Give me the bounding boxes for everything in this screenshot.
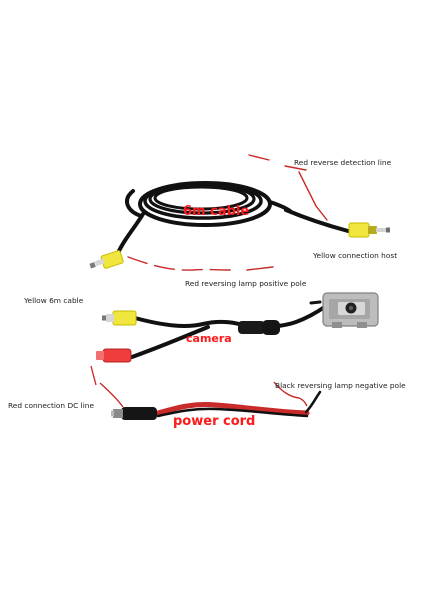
yellow-6m-cable-label: Yellow 6m cable: [24, 296, 84, 305]
power-cord-tag: power cord: [173, 414, 256, 429]
yellow-host-cable: [248, 154, 350, 233]
red-reverse-detection-line-label: Red reverse detection line: [294, 158, 392, 167]
power-cable: [155, 390, 322, 418]
yellow-host-connector: [348, 222, 390, 238]
camera-body: [322, 292, 379, 328]
camera-harness: [130, 300, 328, 359]
red-dc-guide-line: [90, 365, 97, 386]
coiled-6m-cable: [125, 181, 292, 227]
negative-pole-guide-line: [273, 381, 308, 407]
red-dc-connector: [96, 348, 132, 363]
left-top-cable: [114, 212, 274, 271]
red-reversing-lamp-positive-pole-label: Red reversing lamp positive pole: [185, 279, 307, 288]
camera-tag: camera: [186, 332, 232, 345]
yellow-rca-connector-camera: [102, 310, 137, 326]
yellow-rca-connector-top: [89, 250, 124, 269]
black-power-plug: [111, 407, 157, 420]
yellow-connection-host-label: Yellow connection host: [313, 251, 398, 260]
dc-line-guide-line: [99, 382, 124, 408]
black-reversing-lamp-negative-pole-label: Black reversing lamp negative pole: [275, 381, 406, 390]
six-m-cable-tag: 6m cable: [183, 204, 250, 219]
camera-inline-connector: [238, 320, 280, 335]
red-connection-dc-line-label: Red connection DC line: [8, 401, 94, 410]
